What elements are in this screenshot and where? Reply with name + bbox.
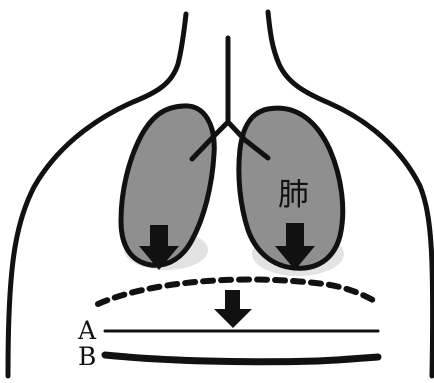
body-outline: [8, 12, 433, 376]
center-arrow-icon: [214, 290, 252, 328]
line-b-label: B: [78, 342, 96, 371]
line-b: [105, 355, 378, 362]
lung-label: 肺: [278, 177, 309, 213]
center-down-arrow: [214, 290, 252, 328]
line-a-label: A: [77, 316, 97, 345]
